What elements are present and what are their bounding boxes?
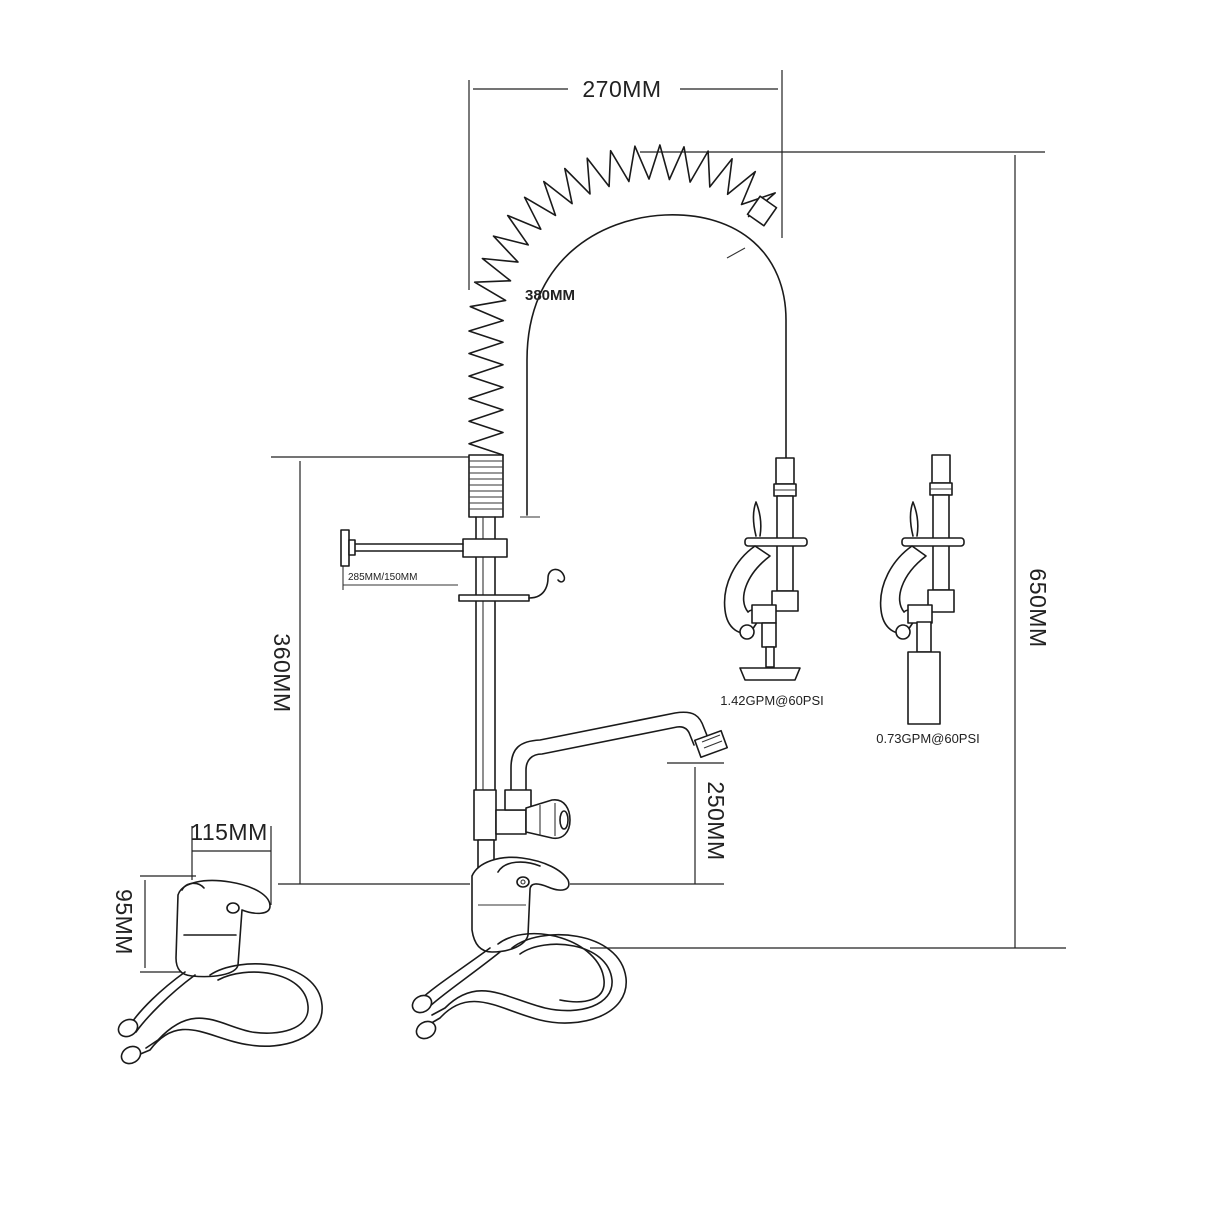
spring-coil (468, 144, 778, 456)
spring-zigzag (468, 144, 776, 456)
spout-height-label: 250MM (703, 781, 729, 860)
pull-down-hose (526, 214, 787, 516)
valve-height-label: 95MM (111, 889, 137, 955)
valve-width-label: 115MM (190, 819, 268, 845)
spring-end-cap (746, 195, 778, 227)
side-valve-body (175, 879, 271, 978)
main-faucet-body (471, 856, 570, 953)
swivel-spout (510, 711, 729, 796)
hose-length-label: 380MM (525, 287, 575, 304)
spring-width-label: 270MM (582, 76, 661, 102)
spray-valve-a (723, 457, 808, 681)
main-supply-hoses (411, 932, 627, 1040)
spray-valve-b (879, 454, 965, 725)
riser-column (340, 454, 566, 791)
flow-rate-b-label: 0.73GPM@60PSI (876, 731, 980, 746)
arm-length-label: 285MM/150MM (348, 572, 417, 583)
side-supply-hoses (117, 963, 323, 1065)
flow-rate-a-label: 1.42GPM@60PSI (720, 693, 824, 708)
mount-height-label: 360MM (269, 633, 295, 712)
dimension-lines (140, 70, 1066, 973)
total-height-label: 650MM (1025, 568, 1051, 647)
